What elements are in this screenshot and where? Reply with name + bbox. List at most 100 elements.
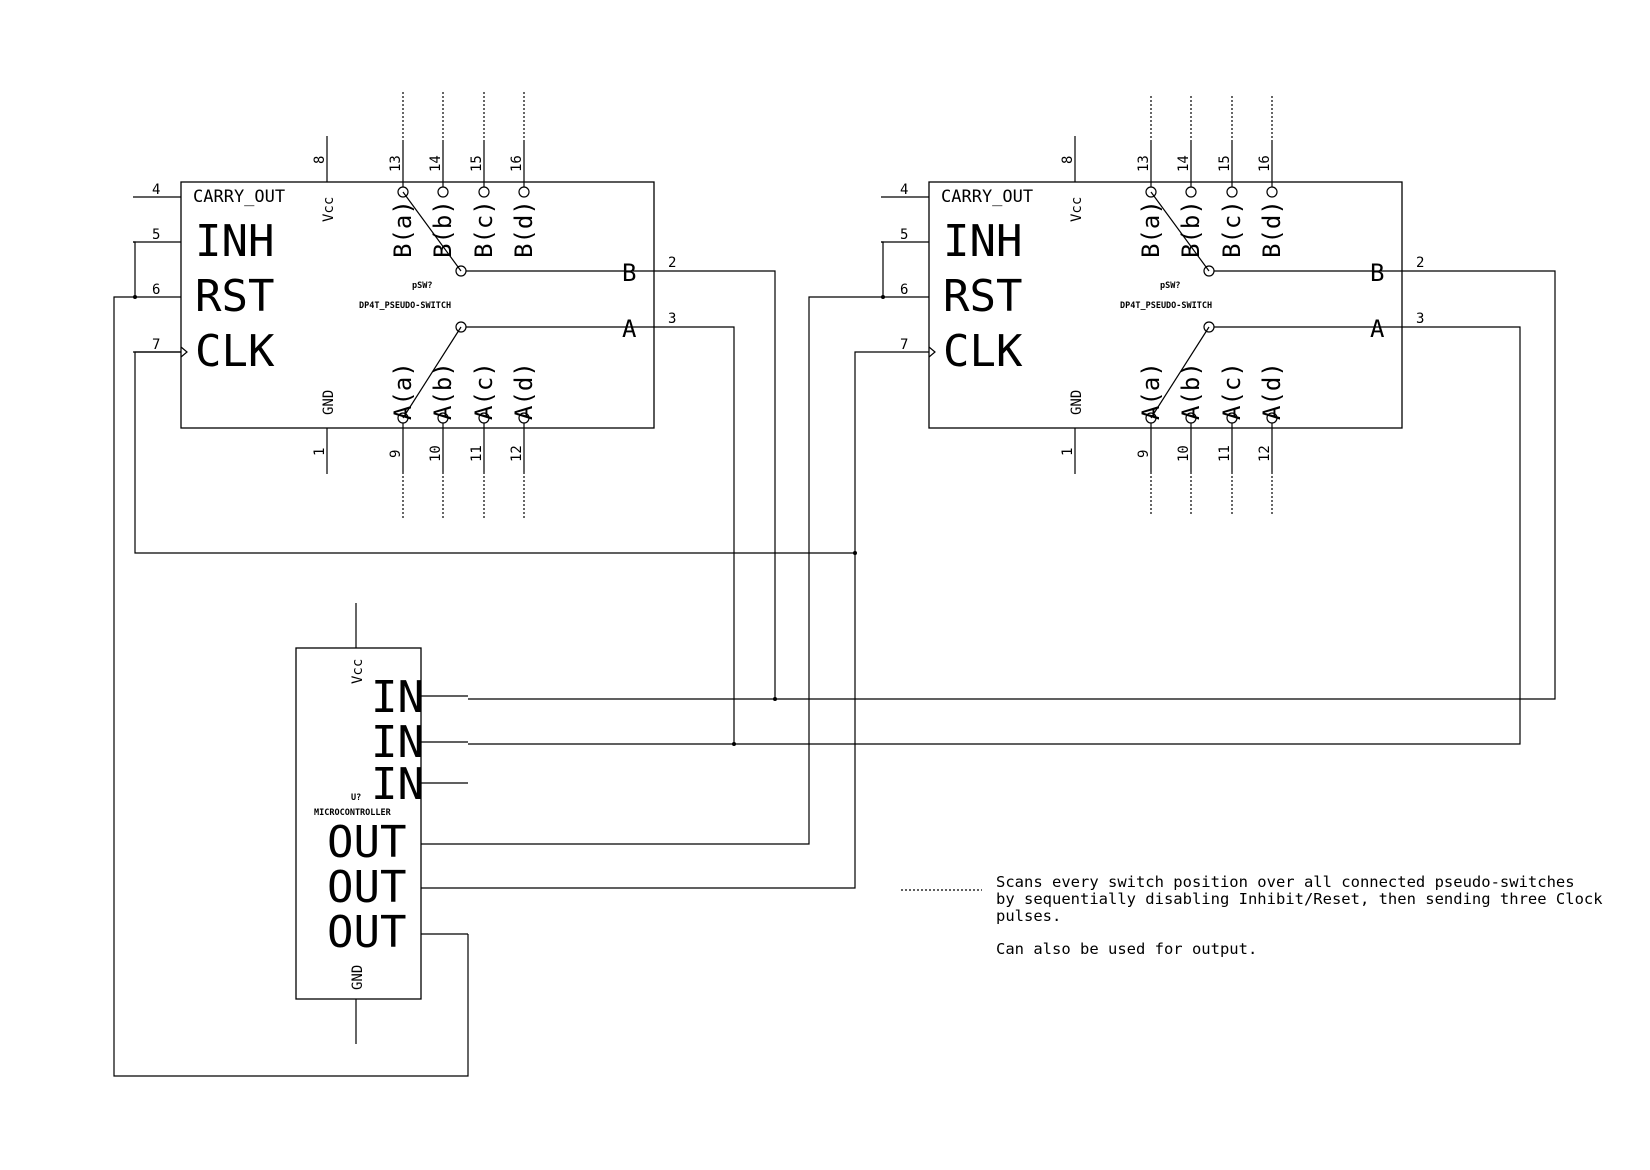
switch-1-label-rst: RST bbox=[195, 271, 274, 322]
switch-2-pin-12: 12 bbox=[1257, 445, 1273, 462]
switch-2-label-carry-out: CARRY_OUT bbox=[941, 187, 1033, 207]
switch-1-label-gnd: GND bbox=[321, 390, 337, 415]
switch-1-bottom-pins: 9 10 11 12 A(a) A(b) A(c) A(d) bbox=[388, 362, 538, 520]
switch-2-pin-9: 9 bbox=[1136, 450, 1152, 458]
note-line-3: pulses. bbox=[996, 907, 1061, 925]
switch-2-label-inh: INH bbox=[943, 216, 1022, 267]
switch-1-label-a-d: A(d) bbox=[510, 362, 538, 420]
switch-1-clock-marker bbox=[180, 346, 188, 358]
switch-1-label-carry-out: CARRY_OUT bbox=[193, 187, 285, 207]
switch-2-clock-marker bbox=[928, 346, 936, 358]
microcontroller-input-3: IN bbox=[371, 759, 424, 810]
switch-1-label-a-c: A(c) bbox=[470, 362, 498, 420]
microcontroller-label-vcc: Vcc bbox=[350, 659, 366, 684]
switch-2-label-rst: RST bbox=[943, 271, 1022, 322]
microcontroller-output-1: OUT bbox=[327, 817, 406, 868]
switch-1-label-vcc: Vcc bbox=[321, 197, 337, 222]
switch-1-body bbox=[180, 181, 655, 429]
switch-2-pin-vcc: 8 bbox=[1060, 156, 1076, 164]
switch-1-pin-15: 15 bbox=[469, 155, 485, 172]
switch-1-value: DP4T_PSEUDO-SWITCH bbox=[359, 301, 451, 311]
switch-2-value: DP4T_PSEUDO-SWITCH bbox=[1120, 301, 1212, 311]
switch-1-pin-16: 16 bbox=[509, 155, 525, 172]
switch-1-label-b: B bbox=[622, 259, 636, 287]
switch-2-pin-15: 15 bbox=[1217, 155, 1233, 172]
switch-2-label-b-d: B(d) bbox=[1258, 200, 1286, 258]
microcontroller-output-2: OUT bbox=[327, 862, 406, 913]
switch-2-label-b-c: B(c) bbox=[1218, 200, 1246, 258]
annotation-note: Scans every switch position over all con… bbox=[901, 873, 1603, 958]
switch-1-pin-clk: 7 bbox=[152, 337, 160, 353]
switch-2-pin-14: 14 bbox=[1176, 155, 1192, 172]
switch-2-pole-b bbox=[1150, 191, 1210, 272]
switch-2-label-b-b: B(b) bbox=[1177, 200, 1205, 258]
switch-2-label-a-c: A(c) bbox=[1218, 362, 1246, 420]
switch-1-pin-14: 14 bbox=[428, 155, 444, 172]
switch-1-pin-12: 12 bbox=[509, 445, 525, 462]
switch-2-body bbox=[928, 181, 1403, 429]
switch-2-label-a-d: A(d) bbox=[1258, 362, 1286, 420]
switch-2-pin-gnd: 1 bbox=[1060, 448, 1076, 456]
switch-1-ref: pSW? bbox=[412, 281, 432, 291]
switch-2-pin-rst: 6 bbox=[900, 282, 908, 298]
switch-2-pin-carry-out: 4 bbox=[900, 182, 908, 198]
switch-2-label-vcc: Vcc bbox=[1069, 197, 1085, 222]
switch-2-ref: pSW? bbox=[1160, 281, 1180, 291]
switch-1-pin-inh: 5 bbox=[152, 227, 160, 243]
switch-2-top-pins: 13 14 15 16 B(a) B(b) B(c) B(d) bbox=[1136, 96, 1286, 258]
switch-1-label-b-c: B(c) bbox=[470, 200, 498, 258]
switch-2-pin-16: 16 bbox=[1257, 155, 1273, 172]
microcontroller: Vcc GND IN IN IN OUT OUT OUT U? MICROCON… bbox=[295, 603, 468, 1044]
switch-2-label-gnd: GND bbox=[1069, 390, 1085, 415]
switch-2-pin-13: 13 bbox=[1136, 155, 1152, 172]
switch-2-label-clk: CLK bbox=[943, 326, 1023, 377]
switch-1-label-b-d: B(d) bbox=[510, 200, 538, 258]
switch-2-label-a: A bbox=[1370, 315, 1385, 343]
switch-1-pin-11: 11 bbox=[469, 445, 485, 462]
pseudo-switch-2: 4 5 6 7 CARRY_OUT INH RST CLK 8 1 Vcc GN… bbox=[881, 96, 1424, 516]
switch-2-label-b-a: B(a) bbox=[1137, 200, 1165, 258]
switch-1-pin-carry-out: 4 bbox=[152, 182, 160, 198]
switch-1-label-b-b: B(b) bbox=[429, 200, 457, 258]
note-line-2: by sequentially disabling Inhibit/Reset,… bbox=[996, 890, 1603, 908]
switch-2-pin-b: 2 bbox=[1416, 255, 1424, 271]
switch-1-top-pins: 13 14 15 16 B(a) B(b) B(c) B(d) bbox=[388, 92, 538, 258]
microcontroller-value: MICROCONTROLLER bbox=[314, 808, 392, 818]
switch-1-label-a: A bbox=[622, 315, 637, 343]
switch-1-pin-vcc: 8 bbox=[312, 156, 328, 164]
switch-1-pin-10: 10 bbox=[428, 445, 444, 462]
switch-2-label-a-b: A(b) bbox=[1177, 362, 1205, 420]
note-line-1: Scans every switch position over all con… bbox=[996, 873, 1575, 891]
switch-2-pin-a: 3 bbox=[1416, 311, 1424, 327]
switch-2-label-a-a: A(a) bbox=[1137, 362, 1165, 420]
switch-2-pin-clk: 7 bbox=[900, 337, 908, 353]
switch-1-pin-9: 9 bbox=[388, 450, 404, 458]
switch-1-pin-rst: 6 bbox=[152, 282, 160, 298]
switch-1-label-clk: CLK bbox=[195, 326, 275, 377]
microcontroller-body bbox=[295, 647, 422, 1000]
microcontroller-ref: U? bbox=[351, 793, 361, 803]
switch-1-pin-a: 3 bbox=[668, 311, 676, 327]
wires bbox=[113, 241, 1556, 1077]
switch-1-pole-a bbox=[402, 326, 462, 419]
microcontroller-output-3: OUT bbox=[327, 907, 406, 958]
switch-2-pin-10: 10 bbox=[1176, 445, 1192, 462]
microcontroller-input-2: IN bbox=[371, 717, 424, 768]
switch-2-pole-a bbox=[1150, 326, 1210, 419]
note-extra: Can also be used for output. bbox=[996, 940, 1257, 958]
switch-1-label-inh: INH bbox=[195, 216, 274, 267]
switch-1-label-a-b: A(b) bbox=[429, 362, 457, 420]
switch-2-bottom-pins: 9 10 11 12 A(a) A(b) A(c) A(d) bbox=[1136, 362, 1286, 516]
switch-1-pin-13: 13 bbox=[388, 155, 404, 172]
microcontroller-label-gnd: GND bbox=[350, 965, 366, 990]
switch-1-label-a-a: A(a) bbox=[389, 362, 417, 420]
microcontroller-input-1: IN bbox=[371, 672, 424, 723]
switch-2-pin-11: 11 bbox=[1217, 445, 1233, 462]
switch-1-pin-b: 2 bbox=[668, 255, 676, 271]
switch-1-pin-gnd: 1 bbox=[312, 448, 328, 456]
switch-1-label-b-a: B(a) bbox=[389, 200, 417, 258]
switch-1-pole-b bbox=[402, 191, 462, 272]
pseudo-switch-1: 4 5 6 7 CARRY_OUT INH RST CLK 8 1 Vcc GN… bbox=[133, 92, 676, 520]
switch-2-pin-inh: 5 bbox=[900, 227, 908, 243]
